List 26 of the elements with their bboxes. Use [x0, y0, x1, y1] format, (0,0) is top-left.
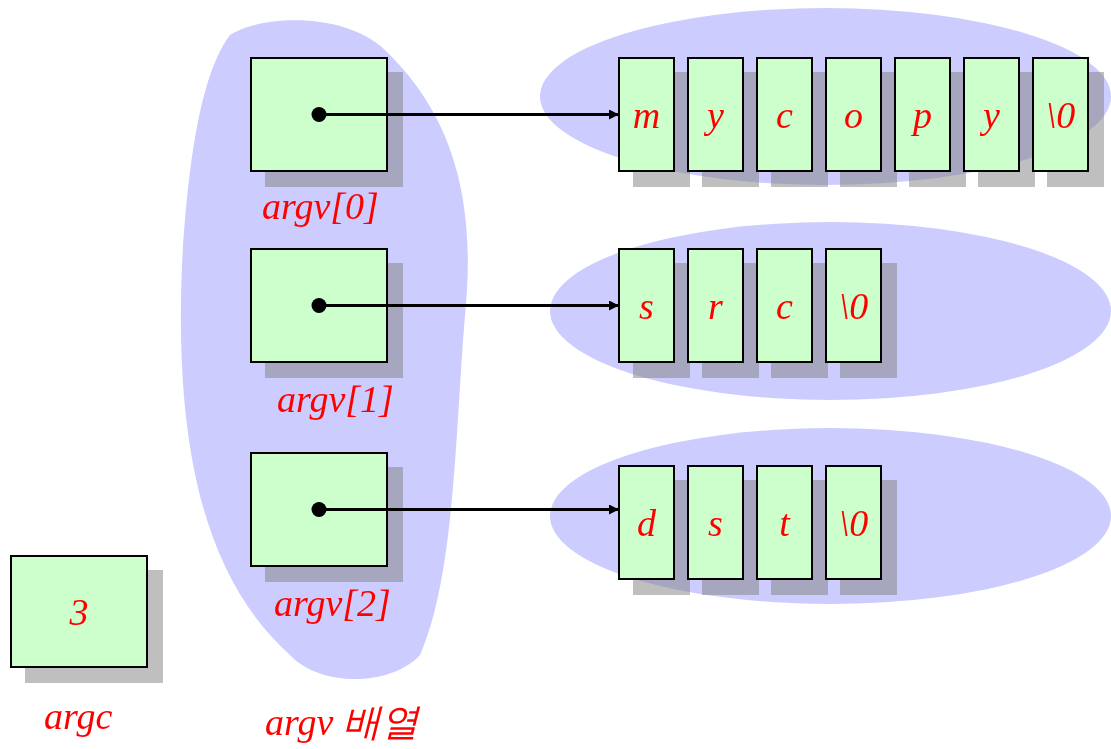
- variable-label: argv[2]: [274, 584, 391, 622]
- char-cell: s: [687, 465, 744, 580]
- array-label: argv 배열: [265, 703, 419, 741]
- char-cell: d: [618, 465, 675, 580]
- pointer-arrow: [311, 107, 619, 122]
- variable-label: argv[0]: [262, 187, 379, 225]
- char-cell: c: [756, 248, 813, 363]
- variable-label: argv[1]: [277, 380, 394, 418]
- string-ellipse: [540, 8, 1111, 185]
- char-cell: \0: [1032, 57, 1089, 172]
- pointer-arrow: [311, 298, 619, 313]
- string-ellipse: [550, 222, 1111, 400]
- char-cell: \0: [825, 248, 882, 363]
- char-cell: p: [894, 57, 951, 172]
- char-cell: m: [618, 57, 675, 172]
- variable-label: argc: [44, 697, 113, 735]
- string-ellipse: [550, 428, 1111, 604]
- char-cell: y: [687, 57, 744, 172]
- char-cell: s: [618, 248, 675, 363]
- char-cell: c: [756, 57, 813, 172]
- char-cell: \0: [825, 465, 882, 580]
- char-cell: o: [825, 57, 882, 172]
- char-cell: y: [963, 57, 1020, 172]
- pointer-arrow: [311, 502, 619, 517]
- char-cell: t: [756, 465, 813, 580]
- char-cell: r: [687, 248, 744, 363]
